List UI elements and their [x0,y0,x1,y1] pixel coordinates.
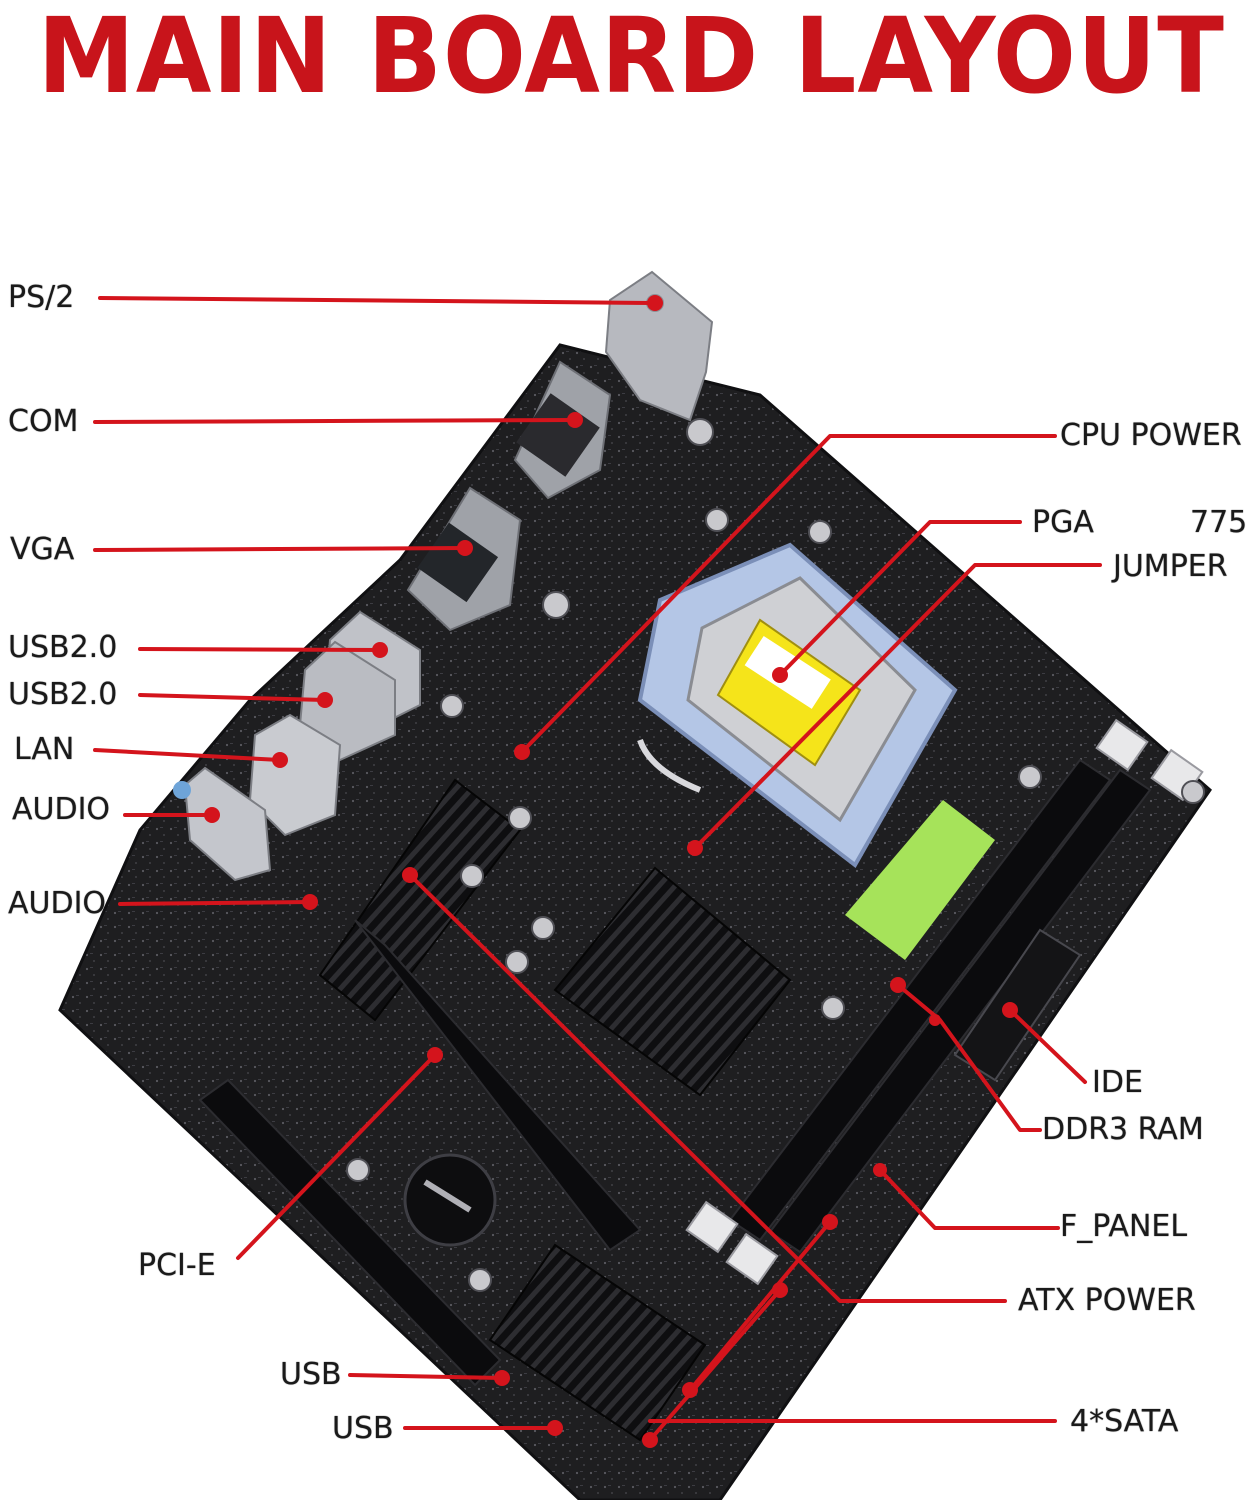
page-title: MAIN BOARD LAYOUT [37,0,1225,117]
label-pcie: PCI-E [138,1248,216,1283]
label-4-sata: 4*SATA [1070,1404,1179,1439]
label-pga: PGA [1032,505,1094,540]
label-jumper: JUMPER [1113,549,1228,584]
label-ps2: PS/2 [8,280,75,315]
label-usb20-b: USB2.0 [8,677,118,712]
label-audio-a: AUDIO [12,792,111,827]
label-com: COM [8,404,79,439]
cmos-battery [403,1153,497,1247]
label-cpu-power: CPU POWER [1060,418,1242,453]
label-ddr3-ram: DDR3 RAM [1042,1112,1204,1147]
label-atx-power: ATX POWER [1018,1283,1196,1318]
label-usb20-a: USB2.0 [8,630,118,665]
label-vga: VGA [10,532,75,567]
label-ide: IDE [1092,1065,1143,1100]
label-lan: LAN [14,732,75,767]
label-audio-b: AUDIO [8,886,107,921]
label-usb-a: USB [280,1357,342,1392]
label-usb-b: USB [332,1411,394,1446]
label-pga-number: 775 [1190,505,1248,540]
label-f-panel: F_PANEL [1060,1209,1188,1244]
